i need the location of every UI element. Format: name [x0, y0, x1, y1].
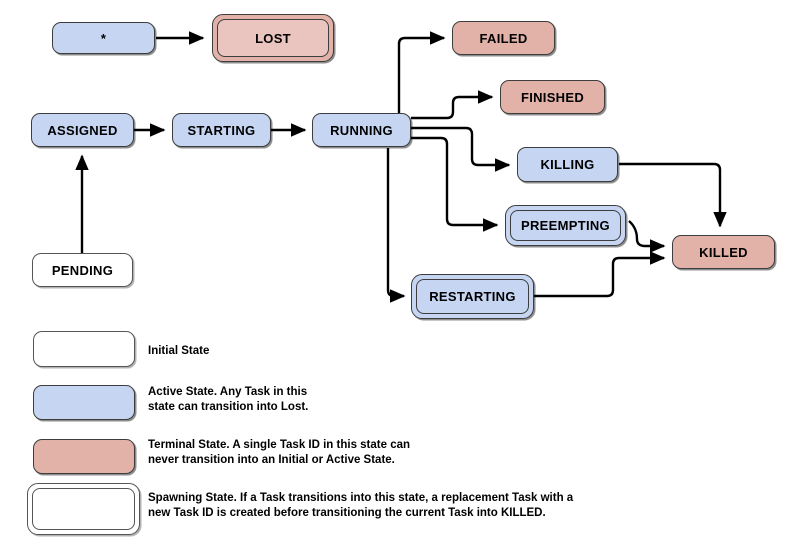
- edge-running-to-preempting: [411, 136, 499, 232]
- node-label: RESTARTING: [429, 289, 516, 304]
- node-pending[interactable]: PENDING: [32, 253, 133, 287]
- node-label: STARTING: [187, 122, 256, 138]
- edge-running-to-failed: [397, 31, 446, 118]
- legend-swatch-active: [33, 385, 135, 420]
- node-restarting-inner: RESTARTING: [416, 279, 529, 314]
- legend-label-spawning-line1: Spawning State. If a Task transitions in…: [148, 492, 574, 504]
- node-label: KILLED: [699, 244, 748, 260]
- node-label: ASSIGNED: [47, 122, 118, 138]
- legend-swatch-terminal: [33, 439, 135, 474]
- node-lost[interactable]: LOST: [212, 14, 334, 62]
- node-label: FINISHED: [520, 89, 585, 105]
- legend-label-terminal-line1: Terminal State. A single Task ID in this…: [148, 439, 411, 451]
- edge-killing-to-killed: [619, 162, 727, 228]
- legend-label-terminal-line2: never transition into an Initial or Acti…: [148, 454, 395, 466]
- node-failed[interactable]: FAILED: [452, 21, 555, 55]
- node-restarting[interactable]: RESTARTING: [411, 274, 534, 319]
- node-label: *: [100, 30, 107, 46]
- edge-restarting-to-killed: [534, 251, 666, 298]
- node-label: LOST: [255, 30, 291, 46]
- legend-swatch-spawning: [27, 483, 140, 535]
- legend-label-active-line2: state can transition into Lost.: [148, 401, 309, 413]
- node-assigned[interactable]: ASSIGNED: [31, 113, 134, 147]
- node-killing[interactable]: KILLING: [517, 147, 618, 182]
- legend-swatch-spawning-inner: [32, 488, 135, 530]
- node-label: KILLING: [540, 157, 595, 172]
- node-preempting[interactable]: PREEMPTING: [505, 205, 626, 246]
- legend-label-spawning-line2: new Task ID is created before transition…: [148, 507, 546, 519]
- node-preempting-inner: PREEMPTING: [510, 210, 621, 241]
- node-label: RUNNING: [330, 122, 393, 138]
- node-lost-inner: LOST: [217, 19, 329, 57]
- node-label: PREEMPTING: [521, 218, 610, 233]
- edge-running-to-killing: [411, 126, 511, 172]
- node-running[interactable]: RUNNING: [312, 113, 411, 147]
- edge-preempting-to-killed: [628, 220, 666, 253]
- edge-running-to-finished: [411, 90, 494, 120]
- legend-swatch-initial: [33, 331, 135, 367]
- node-label: PENDING: [51, 262, 114, 278]
- node-starting[interactable]: STARTING: [172, 113, 271, 147]
- edge-running-to-restarting: [386, 148, 406, 303]
- node-label: FAILED: [479, 30, 528, 46]
- node-finished[interactable]: FINISHED: [500, 80, 605, 114]
- legend-label-active-line1: Active State. Any Task in this: [148, 386, 308, 398]
- node-any-state[interactable]: *: [52, 22, 155, 54]
- legend-label-initial: Initial State: [148, 345, 210, 357]
- node-killed[interactable]: KILLED: [672, 235, 775, 269]
